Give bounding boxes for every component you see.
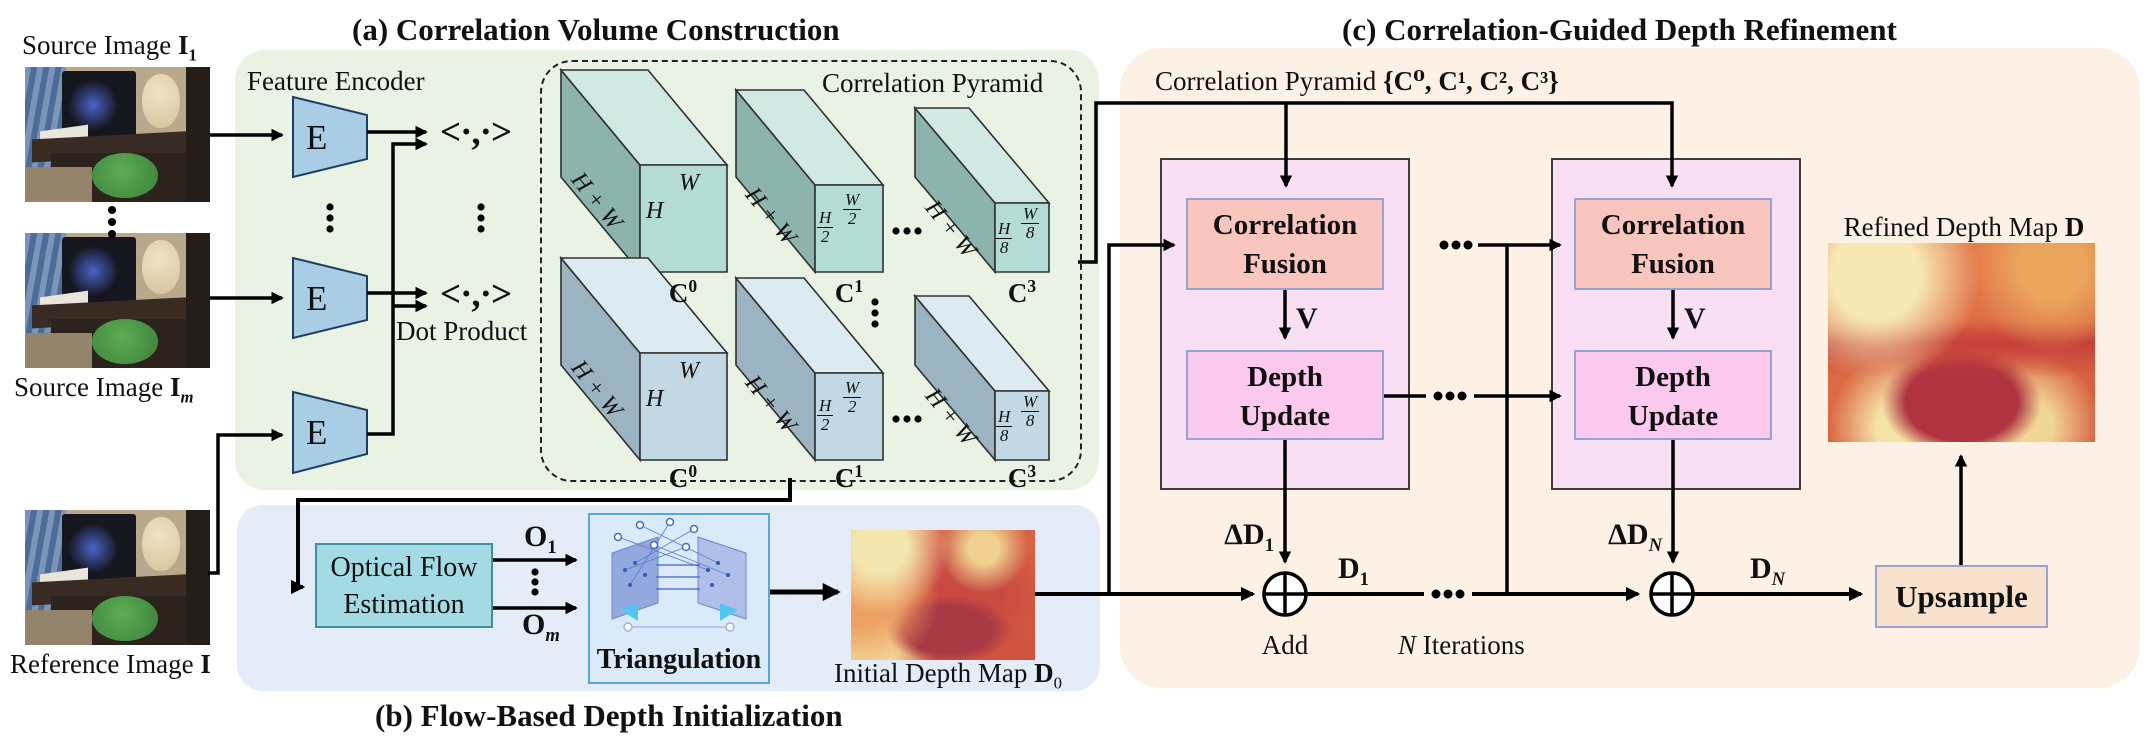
dn-label: DN (1750, 552, 1786, 590)
triangulation-graphic (611, 517, 747, 632)
upsample-box: Upsample (1875, 565, 2048, 628)
photo-green-stool (91, 319, 159, 364)
v-label-2: V (1684, 302, 1706, 335)
v-label-1: V (1296, 302, 1318, 335)
photo-shelf (185, 510, 210, 645)
dot-product-op-1: <·,·> (440, 112, 512, 153)
correlation-pyramid-dashed-box (540, 60, 1082, 482)
photo-shelf (185, 233, 210, 368)
dot-product-op-2: <·,·> (440, 274, 512, 315)
triangulation-label: Triangulation (596, 644, 762, 675)
photo-floor (25, 332, 92, 368)
c0-w-label: W (679, 170, 699, 196)
c0-h-label: H (646, 198, 664, 224)
c0-label-row2: C0 (668, 461, 698, 493)
feature-encoder-label: Feature Encoder (247, 66, 425, 96)
c0-h-label-row2: H (646, 386, 664, 412)
photo-teddy-bear (141, 73, 181, 128)
photo-teddy-bear (141, 516, 181, 571)
encoder-e1-label: E (306, 118, 328, 157)
delta-dn-label: ΔDN (1608, 518, 1662, 556)
c0-label-row1: C0 (668, 276, 698, 308)
initial-depth-map-image (851, 530, 1035, 660)
title-section-c: (c) Correlation-Guided Depth Refinement (1342, 12, 1897, 47)
source-image-m (25, 233, 210, 368)
photo-shelf (185, 67, 210, 202)
dot-product-label: Dot Product (396, 316, 528, 346)
om-label: Om (522, 608, 560, 646)
encoder-e2-label: E (306, 279, 328, 318)
c0-w-label-row2: W (679, 358, 699, 384)
delta-d1-label: ΔD1 (1224, 518, 1274, 556)
initial-depth-map-label: Initial Depth Map D0 (833, 658, 1063, 693)
c3-label-row2: C3 (1007, 461, 1037, 493)
c1-label-row2: C1 (834, 461, 864, 493)
refined-depth-map-image (1828, 243, 2095, 442)
triangulation-box: Triangulation (588, 513, 770, 684)
encoder-e3-label: E (306, 413, 328, 452)
reference-image (25, 510, 210, 645)
correlation-pyramid-label: Correlation Pyramid (822, 68, 1044, 98)
photo-floor (25, 166, 92, 202)
refined-depth-map-label: Refined Depth Map D (1843, 212, 2085, 242)
d1-label: D1 (1338, 552, 1369, 590)
photo-teddy-bear (141, 239, 181, 294)
c3-label-row1: C3 (1007, 276, 1037, 308)
photo-green-stool (91, 153, 159, 198)
source-image-1-label: Source Image I1 (22, 30, 197, 65)
o1-label: O1 (524, 520, 557, 558)
photo-green-stool (91, 596, 159, 641)
reference-image-label: Reference Image I (10, 649, 211, 679)
c1-label-row1: C1 (834, 276, 864, 308)
source-image-m-label: Source Image Im (14, 372, 194, 407)
n-iterations-label: N Iterations (1398, 630, 1525, 660)
title-section-a: (a) Correlation Volume Construction (352, 12, 840, 47)
add-label: Add (1261, 630, 1309, 660)
title-section-b: (b) Flow-Based Depth Initialization (375, 698, 843, 733)
source-image-1 (25, 67, 210, 202)
photo-floor (25, 609, 92, 645)
refine-pyramid-heading: Correlation Pyramid {C⁰, C¹, C², C³} (1155, 66, 1559, 96)
